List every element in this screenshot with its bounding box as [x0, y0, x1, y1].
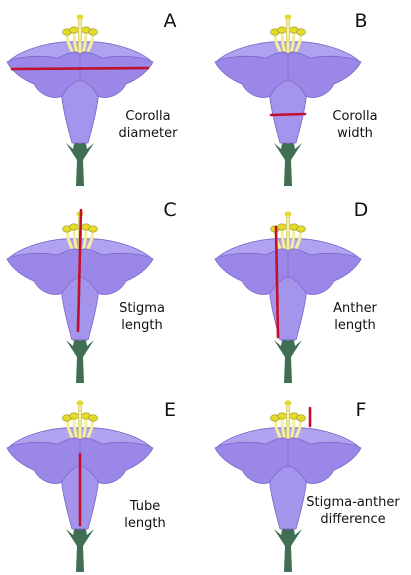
panel-caption: Stigma length — [119, 301, 165, 333]
panel-caption: Corolla width — [332, 109, 377, 141]
style — [286, 16, 289, 58]
stigma — [285, 15, 292, 20]
anther — [70, 27, 79, 33]
caption-line: Corolla — [125, 109, 170, 124]
anther — [89, 226, 98, 232]
anther — [278, 413, 287, 419]
stigma — [285, 401, 292, 406]
anther — [297, 415, 306, 421]
panel-caption: Stigma-anther difference — [306, 495, 400, 527]
panel-e: E Tube length — [7, 399, 176, 572]
panel-a: A Corolla diameter — [7, 10, 178, 186]
panel-f: F Stigma-anther difference — [215, 399, 400, 572]
panel-letter: F — [356, 399, 367, 421]
anther — [89, 415, 98, 421]
anther — [278, 224, 287, 230]
caption-line: Corolla — [332, 109, 377, 124]
stigma — [285, 212, 292, 217]
anther — [70, 413, 79, 419]
corolla-width-line — [271, 114, 305, 115]
stigma — [77, 401, 84, 406]
caption-line: Stigma-anther — [306, 495, 400, 510]
stigma — [77, 15, 84, 20]
anther — [278, 27, 287, 33]
caption-line: Stigma — [119, 301, 165, 316]
panel-c: C Stigma length — [7, 199, 177, 383]
panel-letter: C — [163, 199, 176, 221]
style — [286, 402, 289, 444]
panel-caption: Corolla diameter — [119, 109, 179, 141]
corolla-diameter-line — [12, 68, 148, 69]
caption-line: Anther — [333, 301, 377, 316]
panel-b: B Corolla width — [215, 10, 378, 186]
panel-letter: B — [354, 10, 367, 32]
panel-caption: Tube length — [124, 499, 165, 531]
panel-letter: D — [354, 199, 369, 221]
style — [286, 213, 289, 255]
caption-line: length — [121, 318, 162, 333]
anther — [89, 29, 98, 35]
caption-line: diameter — [119, 126, 179, 141]
panel-caption: Anther length — [333, 301, 377, 333]
anther — [297, 226, 306, 232]
anther — [70, 224, 79, 230]
style — [78, 16, 81, 58]
panel-letter: A — [164, 10, 177, 32]
caption-line: width — [337, 126, 373, 141]
caption-line: length — [334, 318, 375, 333]
panel-letter: E — [164, 399, 176, 421]
style — [78, 402, 81, 444]
caption-line: difference — [320, 512, 385, 527]
anther — [297, 29, 306, 35]
panel-d: D Anther length — [215, 199, 378, 383]
caption-line: Tube — [129, 499, 160, 514]
caption-line: length — [124, 516, 165, 531]
